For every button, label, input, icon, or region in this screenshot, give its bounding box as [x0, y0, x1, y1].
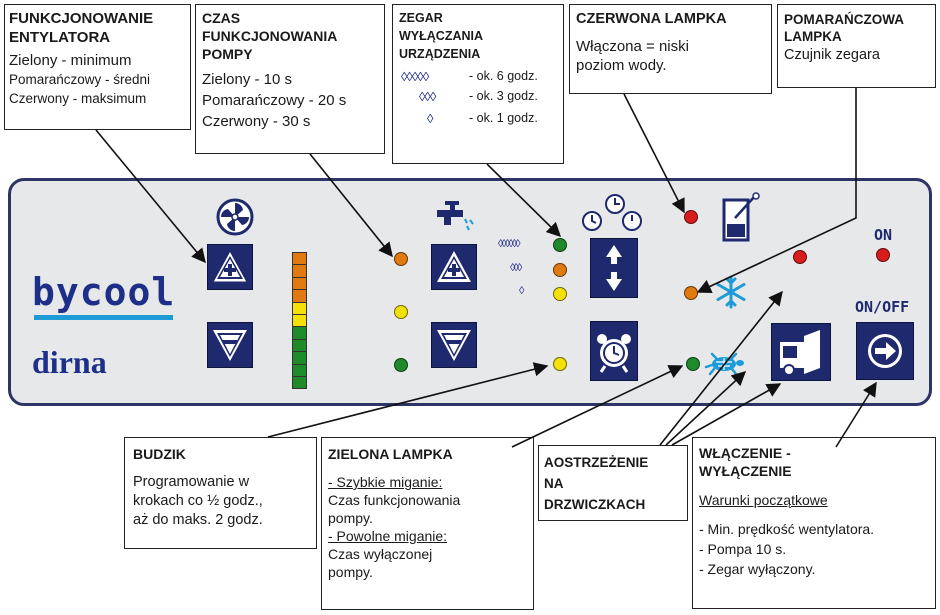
- green-lamp-fast-label: - Szybkie miganie:: [328, 474, 443, 490]
- power-callout: WŁĄCZENIE - WYŁĄCZENIE Warunki początkow…: [692, 437, 936, 609]
- power-callout-line: - Pompa 10 s.: [699, 541, 787, 557]
- on-label: ON: [874, 226, 893, 244]
- green-lamp-slow-text: Czas wyłączonej pompy.: [328, 546, 433, 580]
- water-tap-icon: [433, 198, 477, 236]
- fan-level-segment: [292, 264, 307, 278]
- pump-led-green: [394, 358, 408, 372]
- pump-callout-title: CZAS FUNKCJONOWANIA POMPY: [202, 10, 338, 62]
- pump-led-orange: [394, 252, 408, 266]
- power-button[interactable]: [856, 322, 914, 380]
- timer-row-symbol: ◊◊◊: [419, 89, 436, 104]
- fan-level-segment: [292, 326, 307, 340]
- orange-lamp-callout-text: Czujnik zegara: [784, 47, 880, 63]
- power-callout-title: WŁĄCZENIE - WYŁĄCZENIE: [699, 445, 792, 479]
- fan-level-segment: [292, 301, 307, 315]
- timer-led-yellow: [553, 287, 567, 301]
- pump-down-button[interactable]: [431, 322, 477, 368]
- triangle-plus-icon: [212, 249, 248, 283]
- alarm-clock-icon: [597, 334, 631, 373]
- fan-callout-line: Czerwony - maksimum: [9, 91, 147, 106]
- timer-row-symbol: ◊: [427, 111, 434, 126]
- alarm-clock-button[interactable]: [590, 321, 638, 381]
- clocks-icon: [580, 192, 642, 236]
- timer-led-green: [553, 238, 567, 252]
- door-warning-callout: AOSTRZEŻENIE NA DRZWICZKACH: [538, 445, 688, 521]
- pump-callout: CZAS FUNKCJONOWANIA POMPY Zielony - 10 s…: [195, 4, 385, 154]
- pump-up-button[interactable]: [431, 244, 477, 290]
- pump-led-yellow: [394, 305, 408, 319]
- onoff-label: ON/OFF: [855, 298, 910, 316]
- timer-sensor-led-orange: [684, 286, 698, 300]
- green-lamp-callout-title: ZIELONA LAMPKA: [328, 446, 453, 462]
- door-button[interactable]: [771, 323, 831, 381]
- fan-callout: FUNKCJONOWANIE ENTYLATORA Zielony - mini…: [4, 4, 191, 130]
- truck-door-icon: [780, 330, 820, 376]
- fan-level-segment: [292, 363, 307, 377]
- fan-callout-line: Pomarańczowy - średni: [9, 72, 151, 87]
- alarm-callout-text: Programowanie w krokach co ½ godz., aż d…: [133, 474, 263, 528]
- fan-level-segment: [292, 376, 307, 390]
- timer-led-orange: [553, 263, 567, 277]
- alarm-led-yellow: [553, 357, 567, 371]
- orange-lamp-callout-title: POMARAŃCZOWA LAMPKA: [784, 12, 904, 44]
- power-callout-subtitle: Warunki początkowe: [699, 492, 828, 508]
- timer-3h-symbol: ◊◊◊: [510, 262, 522, 274]
- arrow-right-circle-icon: [868, 334, 902, 368]
- timer-6h-symbol: ◊◊◊◊◊◊: [498, 238, 521, 250]
- fan-level-segment: [292, 351, 307, 365]
- timer-row: ◊ - ok. 1 godz.: [399, 111, 557, 133]
- timer-callout-title: ZEGAR WYŁĄCZANIA URZĄDZENIA: [399, 11, 484, 61]
- water-level-led-red: [684, 210, 698, 224]
- fan-icon: [216, 198, 254, 236]
- brand-logo: bycool: [32, 270, 175, 320]
- triangle-plus-icon: [437, 251, 471, 282]
- fan-callout-title: FUNKCJONOWANIE ENTYLATORA: [9, 10, 154, 46]
- green-lamp-callout: ZIELONA LAMPKA - Szybkie miganie: Czas f…: [321, 437, 534, 610]
- door-warning-title: AOSTRZEŻENIE NA DRZWICZKACH: [544, 455, 649, 512]
- fan-callout-line: Zielony - minimum: [9, 52, 132, 69]
- turtle-icon: [704, 352, 746, 376]
- timer-row: ◊◊◊◊◊ - ok. 6 godz.: [399, 69, 557, 89]
- water-tank-icon: [721, 192, 761, 244]
- triangle-minus-icon: [213, 330, 247, 361]
- timer-row: ◊◊◊ - ok. 3 godz.: [399, 89, 557, 111]
- timer-row-text: - ok. 1 godz.: [469, 111, 538, 125]
- timer-callout: ZEGAR WYŁĄCZANIA URZĄDZENIA ◊◊◊◊◊ - ok. …: [392, 4, 564, 164]
- fan-level-segment: [292, 289, 307, 303]
- timer-row-symbol: ◊◊◊◊◊: [401, 69, 429, 84]
- red-lamp-callout-title: CZERWONA LAMPKA: [576, 11, 727, 27]
- alarm-callout-title: BUDZIK: [133, 446, 186, 462]
- red-lamp-callout: CZERWONA LAMPKA Włączona = niski poziom …: [569, 4, 772, 94]
- fan-up-button[interactable]: [207, 244, 253, 290]
- fan-level-segment: [292, 276, 307, 291]
- triangle-minus-icon: [437, 330, 471, 361]
- red-lamp-callout-text: Włączona = niski poziom wody.: [576, 38, 689, 74]
- fan-down-button[interactable]: [207, 322, 253, 368]
- timer-row-text: - ok. 3 godz.: [469, 89, 538, 103]
- up-down-arrow-icon: [606, 245, 622, 291]
- pump-callout-line: Pomarańczowy - 20 s: [202, 92, 347, 109]
- fan-level-segment: [292, 314, 307, 328]
- door-led-green: [686, 357, 700, 371]
- snowflake-icon: [714, 275, 748, 309]
- power-callout-line: - Zegar wyłączony.: [699, 561, 816, 577]
- fan-level-segment: [292, 252, 307, 266]
- power-callout-line: - Min. prędkość wentylatora.: [699, 521, 875, 537]
- timer-button[interactable]: [590, 238, 638, 298]
- fan-level-segment: [292, 338, 307, 353]
- on-led-red: [876, 248, 890, 262]
- timer-1h-symbol: ◊: [519, 285, 525, 297]
- alarm-callout: BUDZIK Programowanie w krokach co ½ godz…: [124, 437, 317, 549]
- green-lamp-fast-text: Czas funkcjonowania pompy.: [328, 492, 461, 526]
- power-led-red: [793, 250, 807, 264]
- pump-callout-line: Czerwony - 30 s: [202, 113, 311, 130]
- pump-callout-line: Zielony - 10 s: [202, 71, 293, 88]
- orange-lamp-callout: POMARAŃCZOWA LAMPKA Czujnik zegara: [777, 4, 936, 88]
- green-lamp-slow-label: - Powolne miganie:: [328, 528, 448, 544]
- timer-row-text: - ok. 6 godz.: [469, 69, 538, 83]
- model-name: dirna: [32, 344, 107, 380]
